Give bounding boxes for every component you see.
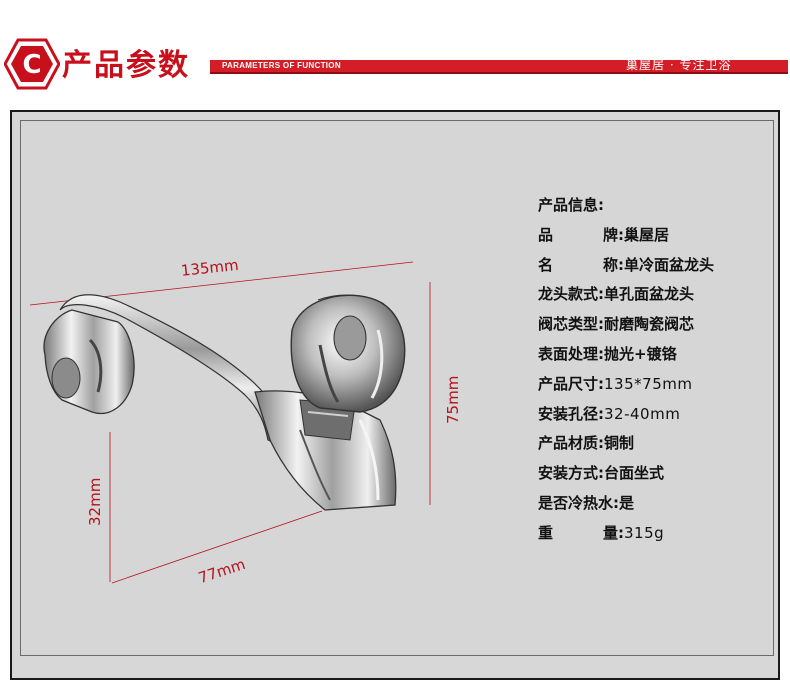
product-panel-inner [20, 120, 774, 656]
header-red-bar-shadow [210, 72, 788, 74]
brand-slogan: 巢屋居 · 专注卫浴 [626, 58, 732, 72]
spec-row-material: 产品材质:铜制 [538, 434, 635, 453]
header-red-bar [210, 60, 788, 72]
section-header: C 产品参数 PARAMETERS OF FUNCTION 巢屋居 · 专注卫浴 [0, 0, 790, 92]
spec-row-hot-cold: 是否冷热水:是 [538, 493, 635, 512]
dim-label-height: 75mm [444, 375, 462, 424]
header-subtitle: PARAMETERS OF FUNCTION [222, 61, 341, 70]
spec-row-install: 安装方式:台面坐式 [538, 464, 665, 483]
logo-letter: C [22, 50, 41, 80]
spec-row-size: 产品尺寸:135*75mm [538, 374, 693, 393]
spec-row-weight: 重量:315g [538, 523, 665, 542]
page-title: 产品参数 [62, 48, 190, 83]
dim-label-base: 32mm [86, 477, 104, 526]
nozzle-outlet [51, 357, 81, 399]
hexagon-c-icon: C [4, 38, 60, 90]
spec-row-finish: 表面处理:抛光+镀铬 [538, 344, 677, 363]
specs-heading: 产品信息: [538, 196, 604, 214]
spec-row-style: 龙头款式:单孔面盆龙头 [538, 285, 695, 304]
spec-row-brand: 品牌:巢屋居 [538, 225, 670, 244]
dim-line-reach [111, 510, 323, 584]
product-specs: 产品信息: 品牌:巢屋居 名称:单冷面盆龙头 龙头款式:单孔面盆龙头 阀芯类型:… [538, 193, 714, 551]
spec-row-valve: 阀芯类型:耐磨陶瓷阀芯 [538, 315, 695, 334]
spec-row-name: 名称:单冷面盆龙头 [538, 255, 715, 274]
spec-row-hole: 安装孔径:32-40mm [538, 404, 681, 423]
